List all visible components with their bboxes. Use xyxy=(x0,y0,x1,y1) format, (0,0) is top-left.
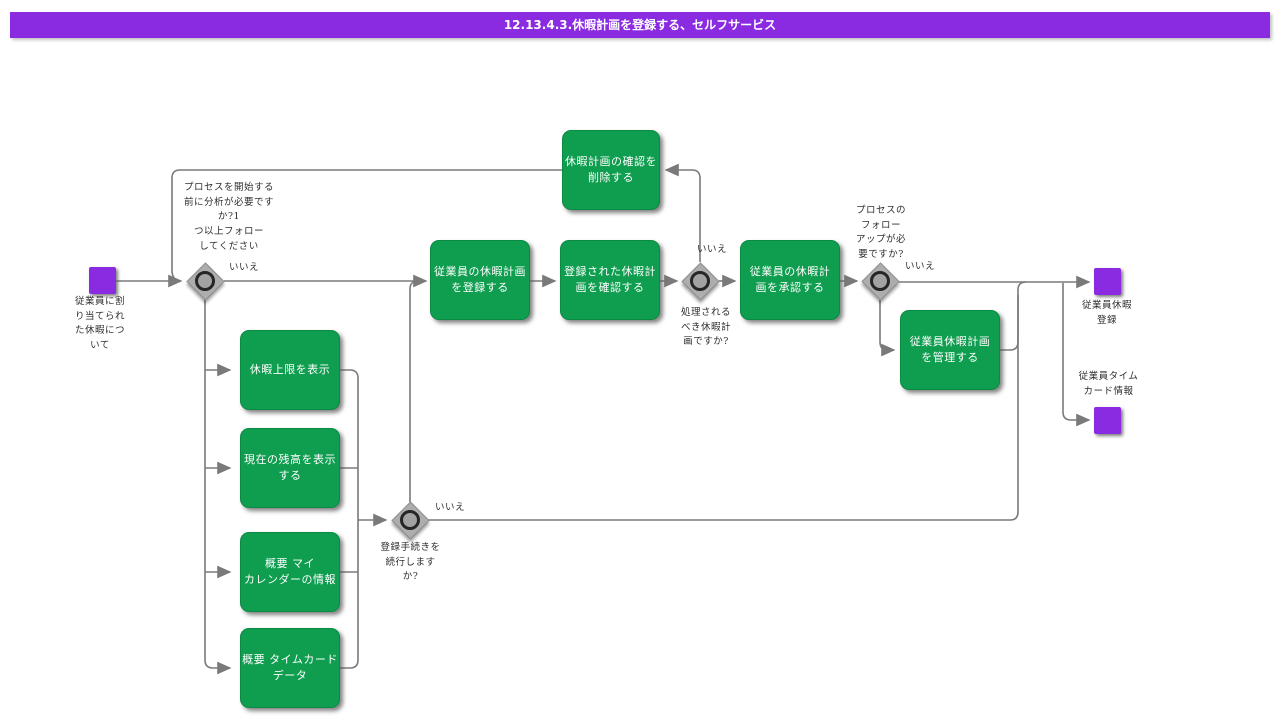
flow-gateway3-no xyxy=(664,163,701,262)
task-overview-my-calendar[interactable]: 概要 マイ カレンダーの情報 xyxy=(240,532,340,612)
gateway-circle-icon xyxy=(195,271,215,291)
flow-gateway1-down xyxy=(204,300,232,675)
gateway-follow-up-question: プロセスの フォロー アップが必 要ですか? xyxy=(855,205,906,261)
gateway-circle-icon xyxy=(690,271,710,291)
flow-gateway2-no xyxy=(428,281,1027,521)
gateway-continue-registration[interactable] xyxy=(390,500,430,540)
end-event-timecard-label: 従業員タイム カード情報 xyxy=(1078,371,1139,397)
start-event-label: 従業員に割 り当てられ た休暇につ いて xyxy=(74,296,125,352)
gateway-process-no-label: いいえ xyxy=(696,244,727,255)
gateway-circle-icon xyxy=(870,271,890,291)
flow-gateway4-yes xyxy=(879,300,896,357)
gateway-analysis[interactable] xyxy=(185,261,225,301)
gateway-analysis-no-label: いいえ xyxy=(228,262,259,273)
end-event-vacation-label: 従業員休暇 登録 xyxy=(1081,300,1132,326)
gateway-continue-question: 登録手続きを 続行します か? xyxy=(380,542,441,583)
gateway-analysis-question: プロセスを開始する 前に分析が必要です か?1 つ以上フォロー してください xyxy=(183,182,274,252)
flow-limit-out xyxy=(340,369,359,379)
flow-manage-out xyxy=(1000,295,1019,351)
flow-gateway2-yes xyxy=(409,280,424,502)
gateway-process-question: 処理される べき休暇計 画ですか? xyxy=(680,307,731,348)
gateway-continue-no-label: いいえ xyxy=(434,502,465,513)
task-manage-vacation-plan[interactable]: 従業員休暇計画 を管理する xyxy=(900,310,1000,390)
task-delete-plan-confirmation[interactable]: 休暇計画の確認を 削除する xyxy=(562,130,660,210)
gateway-plan-to-process[interactable] xyxy=(680,261,720,301)
end-event-timecard-info[interactable] xyxy=(1094,407,1121,434)
task-confirm-registered-plan[interactable]: 登録された休暇計 画を確認する xyxy=(560,240,660,320)
task-register-vacation-plan[interactable]: 従業員の休暇計画 を登録する xyxy=(430,240,530,320)
start-event[interactable] xyxy=(89,267,116,294)
gateway-circle-icon xyxy=(400,510,420,530)
task-show-current-balance[interactable]: 現在の残高を表示 する xyxy=(240,428,340,508)
task-approve-vacation-plan[interactable]: 従業員の休暇計 画を承認する xyxy=(740,240,840,320)
flow-timecard-out xyxy=(340,659,359,669)
end-event-vacation-registration[interactable] xyxy=(1094,268,1121,295)
flow-delete-return xyxy=(171,169,562,282)
gateway-follow-up[interactable] xyxy=(860,261,900,301)
gateway-follow-up-no-label: いいえ xyxy=(904,261,935,272)
task-overview-timecard-data[interactable]: 概要 タイムカード データ xyxy=(240,628,340,708)
task-show-vacation-limit[interactable]: 休暇上限を表示 xyxy=(240,330,340,410)
diagram-title: 12.13.4.3.休暇計画を登録する、セルフサービス xyxy=(10,12,1270,38)
flow-to-end-timecard xyxy=(1062,283,1091,427)
